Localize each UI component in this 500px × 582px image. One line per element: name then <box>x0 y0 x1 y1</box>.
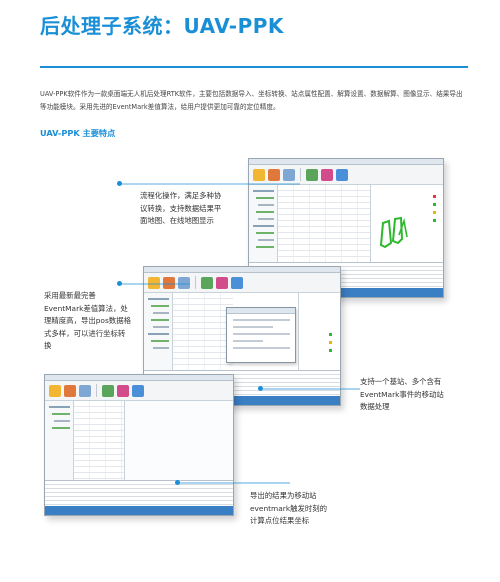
project-tree <box>249 185 278 263</box>
settings-icon <box>178 276 190 289</box>
feature-callout-2: 采用最新最完善EventMark差值算法，处理精度高，导出pos数据格式多样，可… <box>44 291 131 350</box>
import-icon <box>163 276 175 289</box>
log-panel <box>45 480 233 505</box>
settings-dialog <box>226 307 296 363</box>
import-icon <box>64 384 76 397</box>
data-table <box>173 293 233 371</box>
project-tree <box>144 293 173 371</box>
solve-icon <box>306 168 318 181</box>
solve-icon <box>201 276 213 289</box>
window-titlebar <box>249 159 443 165</box>
import-icon <box>268 168 280 181</box>
status-bar <box>144 396 340 405</box>
window-toolbar <box>249 165 443 185</box>
trajectory-plot <box>370 185 443 263</box>
section-title: UAV-PPK 主要特点 <box>40 128 116 138</box>
window-toolbar <box>144 273 340 293</box>
export-icon <box>321 168 333 181</box>
status-bar <box>45 506 233 515</box>
window-toolbar <box>45 381 233 401</box>
page-title: 后处理子系统：UAV-PPK <box>40 14 284 38</box>
export-icon <box>117 384 129 397</box>
status-bar <box>249 288 443 297</box>
software-screenshot-3 <box>44 374 234 516</box>
callout-marker <box>117 281 122 286</box>
project-tree <box>45 401 74 481</box>
help-icon <box>132 384 144 397</box>
trajectory-plot <box>298 293 340 371</box>
map-icon <box>336 168 348 181</box>
intro-paragraph: UAV-PPK软件作为一款桌面端无人机后处理RTK软件，主要包括数据导入、坐标转… <box>40 90 463 111</box>
map-icon <box>231 276 243 289</box>
feature-callout-1: 流程化操作，满足多种协议转换，支持数据结果平面地图、在线地图显示 <box>140 191 222 225</box>
open-folder-icon <box>148 276 160 289</box>
callout-marker <box>175 480 180 485</box>
map-view <box>124 401 233 481</box>
callout-marker <box>258 386 263 391</box>
callout-marker <box>117 181 122 186</box>
title-rule <box>40 66 468 68</box>
export-icon <box>216 276 228 289</box>
settings-icon <box>79 384 91 397</box>
data-table <box>278 185 370 263</box>
open-folder-icon <box>253 168 265 181</box>
feature-callout-4: 导出的结果为移动站eventmark触发时刻的计算点位结果坐标 <box>250 491 328 525</box>
solve-icon <box>102 384 114 397</box>
feature-callout-3: 支持一个基站、多个含有EventMark事件的移动站数据处理 <box>360 377 444 411</box>
settings-icon <box>283 168 295 181</box>
data-table <box>74 401 124 481</box>
open-folder-icon <box>49 384 61 397</box>
